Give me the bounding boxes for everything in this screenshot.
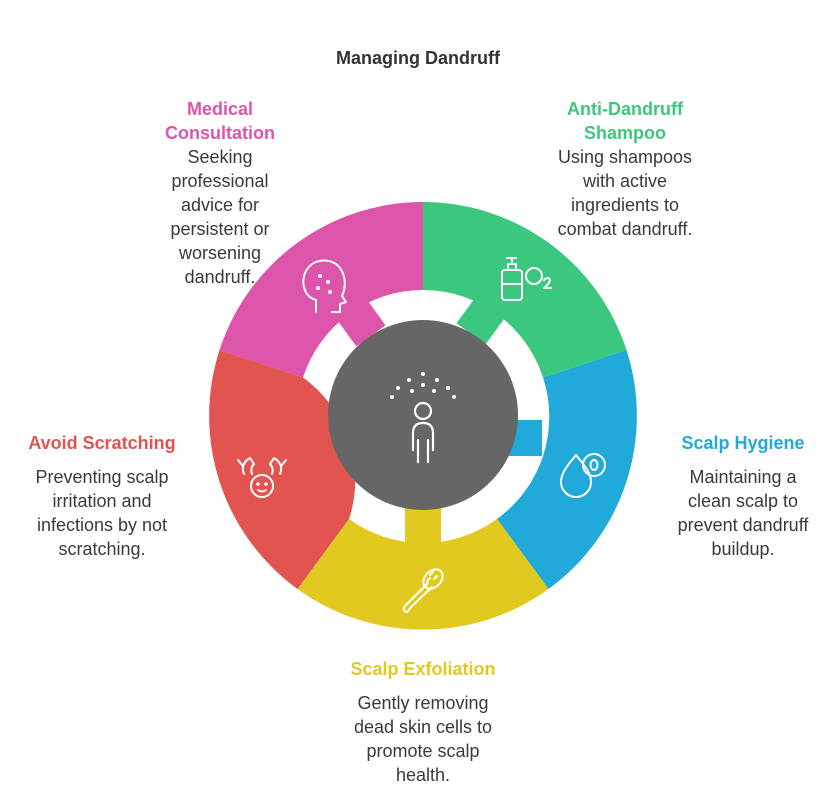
hands-on-head-icon (237, 457, 287, 498)
medical-description: Seeking professional advice for persiste… (170, 147, 270, 287)
segment-avoid-scratching[interactable] (209, 350, 356, 589)
connector-exfoliation (405, 508, 441, 552)
hygiene-title: Scalp Hygiene (681, 433, 805, 453)
scratching-description: Preventing scalp irritation and infectio… (35, 467, 169, 559)
label-scratching: Avoid Scratching Preventing scalp irrita… (18, 431, 186, 561)
center-circle (328, 320, 518, 510)
brush-icon (402, 568, 444, 613)
segment-scalp-exfoliation[interactable] (297, 519, 549, 630)
face-with-spots-icon (302, 259, 347, 313)
person-with-flakes-icon (390, 372, 456, 464)
label-hygiene: Scalp Hygiene Maintaining a clean scalp … (668, 431, 818, 561)
hygiene-description: Maintaining a clean scalp to prevent dan… (677, 467, 809, 559)
segment-medical-consultation[interactable] (219, 202, 424, 378)
page-title: Managing Dandruff (336, 48, 500, 68)
shampoo-title: Anti-Dandruff Shampoo (567, 99, 683, 143)
medical-title: Medical Consultation (165, 99, 275, 143)
shampoo-description: Using shampoos with active ingredients t… (557, 147, 693, 239)
shampoo-bottle-icon (501, 257, 552, 301)
water-drop-icon (560, 453, 606, 498)
connector-medical (330, 289, 386, 347)
label-shampoo: Anti-Dandruff Shampoo Using shampoos wit… (545, 97, 705, 241)
scratching-title: Avoid Scratching (28, 433, 176, 453)
label-medical: Medical Consultation Seeking professiona… (150, 97, 290, 289)
segment-anti-dandruff-shampoo[interactable] (423, 202, 627, 378)
exfoliation-description: Gently removing dead skin cells to promo… (353, 693, 493, 785)
connector-shampoo (456, 287, 512, 345)
segment-scalp-hygiene[interactable] (497, 350, 637, 589)
exfoliation-title: Scalp Exfoliation (350, 659, 496, 679)
label-exfoliation: Scalp Exfoliation Gently removing dead s… (334, 657, 512, 787)
